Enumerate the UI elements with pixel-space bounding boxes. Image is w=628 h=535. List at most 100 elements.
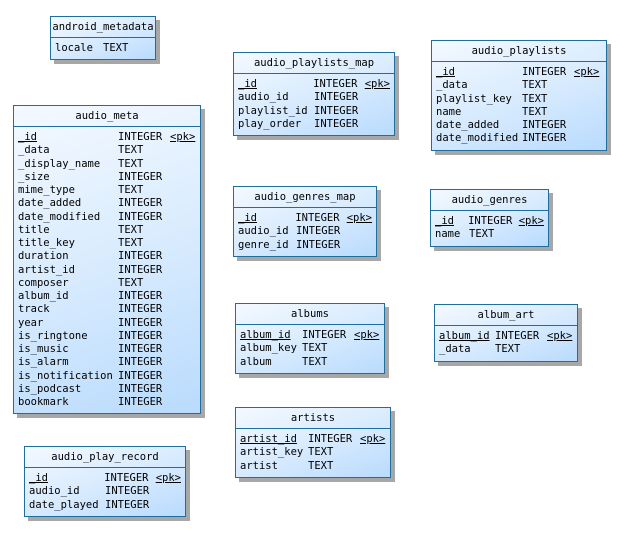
column-name: album_key <box>240 342 297 355</box>
column-name: composer <box>18 276 69 289</box>
column-type: INTEGER <box>118 356 163 369</box>
column-type: INTEGER <box>118 396 163 408</box>
column-name: duration <box>18 250 69 263</box>
column-row: duration INTEGER <box>18 250 196 263</box>
column-type: INTEGER <box>468 215 513 227</box>
column-name: _size <box>18 170 50 183</box>
column-key: <pk> <box>346 212 372 224</box>
column-type: INTEGER <box>118 170 163 183</box>
column-type: INTEGER <box>118 131 163 143</box>
column-row: is_alarm INTEGER <box>18 356 196 369</box>
column-name: album_id <box>439 330 490 342</box>
column-row: title_key TEXT <box>18 237 196 250</box>
column-type: TEXT <box>118 157 144 170</box>
column-name: play_order <box>238 117 302 130</box>
column-name: artist_key <box>240 446 304 459</box>
column-type: INTEGER <box>495 330 540 342</box>
column-type: TEXT <box>302 342 328 355</box>
column-row: album_key TEXT <box>240 342 380 355</box>
column-type: INTEGER <box>118 316 163 329</box>
column-type: TEXT <box>118 184 144 196</box>
column-type: INTEGER <box>105 498 150 511</box>
table-title: artists <box>236 408 390 429</box>
column-name: audio_id <box>238 225 289 238</box>
column-name: audio_id <box>29 485 80 498</box>
column-type: TEXT <box>118 144 144 157</box>
column-name: track <box>18 303 50 316</box>
column-name: date_added <box>436 119 500 131</box>
column-name: is_notification <box>18 369 113 382</box>
column-type: INTEGER <box>118 250 163 263</box>
column-name: _id <box>435 215 454 227</box>
table-title: audio_playlists_map <box>234 53 394 74</box>
column-name: playlist_key <box>436 92 512 105</box>
column-type: INTEGER <box>522 119 567 131</box>
column-type: INTEGER <box>314 91 359 104</box>
column-name: date_modified <box>436 132 519 145</box>
column-row: _data TEXT <box>18 144 196 157</box>
column-name: title_key <box>18 237 75 249</box>
column-name: _data <box>18 144 50 157</box>
column-name: year <box>18 316 44 329</box>
column-type: TEXT <box>495 343 521 356</box>
column-name: date_played <box>29 498 99 511</box>
column-type: INTEGER <box>308 433 353 445</box>
column-type: INTEGER <box>105 485 150 498</box>
column-key: <pk> <box>354 329 380 341</box>
column-key: <pk> <box>170 131 196 143</box>
column-key: <pk> <box>547 330 573 342</box>
column-name: name <box>436 105 462 118</box>
column-name: _display_name <box>18 157 101 170</box>
column-name: _id <box>238 212 257 224</box>
column-key: <pk> <box>360 433 386 445</box>
column-type: INTEGER <box>302 329 347 341</box>
column-type: TEXT <box>118 223 144 236</box>
table-title: audio_playlists <box>432 41 606 62</box>
column-type: TEXT <box>118 237 144 249</box>
table-title: android_metadata <box>51 17 155 38</box>
column-row: _display_name TEXT <box>18 158 196 171</box>
column-name: artist_id <box>18 263 75 276</box>
column-name: playlist_id <box>238 104 308 117</box>
column-name: _id <box>18 131 37 143</box>
column-name: album <box>240 355 272 368</box>
table-title: audio_meta <box>14 106 200 127</box>
column-type: INTEGER <box>118 210 163 223</box>
column-name: is_alarm <box>18 356 69 369</box>
column-type: TEXT <box>522 92 548 105</box>
column-type: TEXT <box>522 79 548 92</box>
column-type: INTEGER <box>118 343 163 355</box>
column-type: INTEGER <box>118 329 163 342</box>
column-type: INTEGER <box>118 263 163 276</box>
column-type: INTEGER <box>104 472 149 484</box>
column-name: _data <box>439 343 471 356</box>
column-type: INTEGER <box>296 238 341 251</box>
